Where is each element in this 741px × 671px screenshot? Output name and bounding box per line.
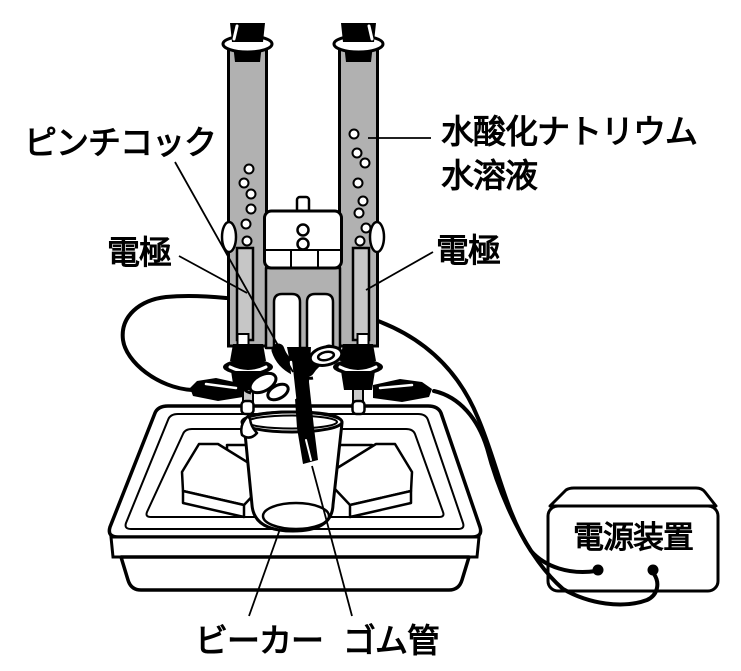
- label-rubber-tube: ゴム管: [343, 622, 440, 659]
- label-electrode-left: 電極: [107, 234, 172, 271]
- leader-lines: [174, 137, 434, 617]
- bubble: [240, 218, 252, 230]
- pinchcock-left-loop: [248, 371, 278, 395]
- leader-pinchcock: [174, 161, 294, 373]
- tray-front: [119, 555, 471, 592]
- bubble: [352, 177, 364, 189]
- stopper-left-top: [230, 344, 266, 361]
- rubber-tube-tip-highlight: [305, 439, 312, 461]
- stopper-right-top: [340, 344, 376, 361]
- clamp-hole-lower: [296, 237, 310, 251]
- label-power-supply: 電源装置: [573, 520, 694, 555]
- clip-right-body: [373, 379, 432, 402]
- stand-foot-right-side: [348, 489, 413, 519]
- clamp-hole-upper: [296, 223, 310, 237]
- bubble: [360, 222, 372, 234]
- label-pinchcock: ピンチコック: [24, 124, 217, 161]
- bubble: [353, 207, 365, 219]
- clamp-segments: [290, 250, 319, 268]
- pinchcock-right-loop-inner: [316, 350, 336, 362]
- clip-left-highlight: [204, 382, 238, 390]
- stand-foot-left-side: [181, 489, 246, 519]
- leader-electrode-left: [178, 255, 248, 294]
- stopper-cap-highlight: [367, 24, 374, 41]
- bubble: [348, 128, 360, 140]
- terminal-right: [647, 564, 659, 576]
- pinchcock-left-loop2: [266, 382, 290, 402]
- wire-right-to-power: [432, 389, 660, 607]
- bubble: [243, 163, 255, 175]
- tray-inner-rim: [124, 413, 465, 530]
- stopper-right-bottom: [341, 371, 375, 390]
- leader-rubber-tube: [311, 465, 353, 617]
- terminal-screw-right: [351, 399, 366, 416]
- bubbles-right: [348, 128, 372, 247]
- tube-left-joint-bump: [220, 220, 238, 254]
- terminal-screw-left: [240, 399, 255, 416]
- bubble: [245, 188, 257, 200]
- pinchcock-right-hook: [303, 364, 314, 380]
- clip-right: [373, 379, 432, 402]
- wire-left-loop: [120, 293, 228, 392]
- beaker-spout: [240, 414, 259, 439]
- clamp: [263, 195, 343, 270]
- bubble: [241, 235, 253, 247]
- label-solution-line2: 水溶液: [441, 157, 538, 194]
- electrode-left-plate: [235, 246, 255, 342]
- tray-floor: [145, 428, 445, 518]
- label-solution-line1: 水酸化ナトリウム: [441, 113, 698, 150]
- tube-right-stopper-cap: [341, 23, 376, 42]
- leader-electrode-right: [365, 251, 434, 291]
- beaker: [240, 410, 344, 533]
- h-bridge: [264, 266, 342, 350]
- bubble: [354, 235, 366, 247]
- tube-left-stopper-cap: [230, 23, 265, 42]
- label-solution: 水酸化ナトリウム 水溶液: [441, 113, 698, 194]
- power-supply-top: [548, 486, 718, 508]
- stopper-cap-highlight: [232, 24, 239, 41]
- clip-left-body: [190, 378, 243, 401]
- tube-right-joint-bump: [368, 220, 386, 254]
- wire-left-to-power: [376, 319, 598, 574]
- bubble: [245, 203, 257, 215]
- rubber-tube-down: [287, 347, 318, 464]
- bubble: [351, 147, 363, 159]
- tube-right: [332, 23, 386, 416]
- bubble: [238, 177, 250, 189]
- pinchcock-right: [303, 345, 344, 380]
- leader-beaker: [248, 528, 281, 617]
- beaker-bottom: [261, 501, 331, 531]
- bubbles-left: [238, 163, 257, 247]
- bubble: [357, 195, 369, 207]
- tray-rim-band: [109, 535, 481, 559]
- pinchcock-left: [241, 371, 290, 402]
- clip-left: [190, 378, 243, 401]
- label-electrode-right: 電極: [436, 232, 501, 269]
- bubble: [359, 157, 371, 169]
- label-beaker: ビーカー: [195, 622, 324, 659]
- electrode-right-plate: [351, 246, 371, 342]
- clip-right-highlight: [378, 383, 414, 390]
